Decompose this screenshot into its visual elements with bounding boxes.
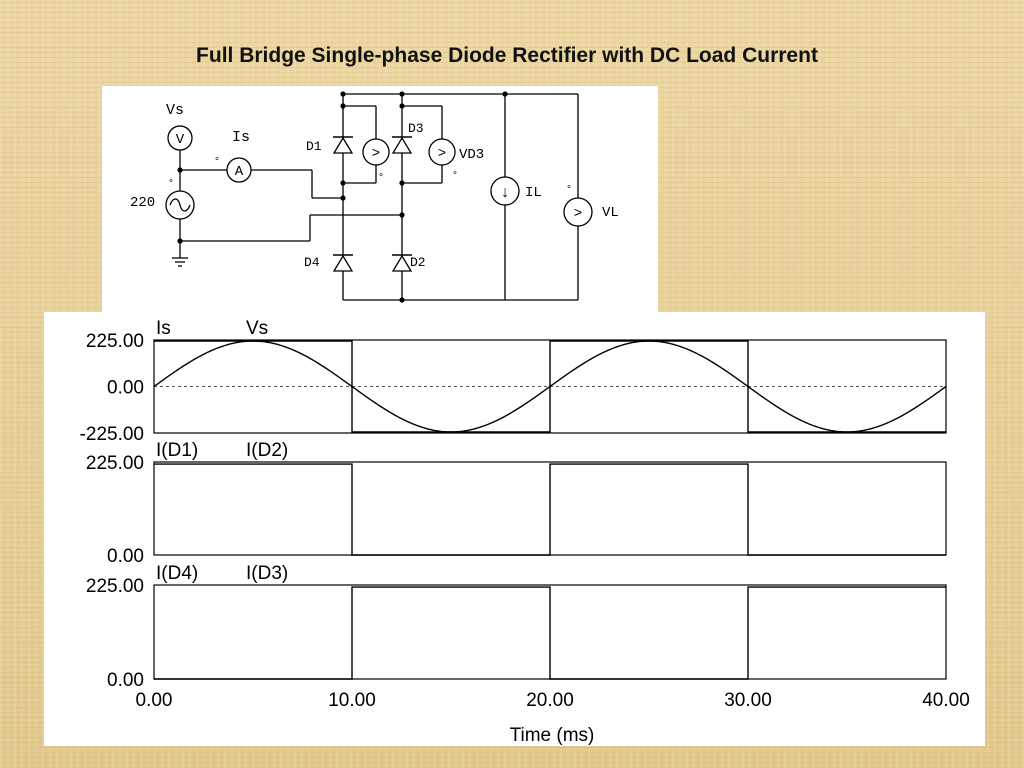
diode-d4-icon xyxy=(332,254,354,272)
vd3-label: VD3 xyxy=(459,147,484,163)
junction-dot xyxy=(399,212,405,218)
source-value: 220 xyxy=(130,195,155,211)
x-tick-label: 30.00 xyxy=(724,690,772,711)
polarity-mark: ° xyxy=(168,178,174,190)
x-tick-label: 40.00 xyxy=(922,690,970,711)
diode-d4-label: D4 xyxy=(304,255,320,270)
y-tick-label: -225.00 xyxy=(80,424,144,445)
junction-dot xyxy=(340,180,346,186)
source-voltmeter-icon: V xyxy=(167,125,193,151)
y-tick-label: 225.00 xyxy=(86,453,144,474)
junction-dot xyxy=(340,195,346,201)
y-tick-label: 225.00 xyxy=(86,331,144,352)
slide-title: Full Bridge Single-phase Diode Rectifier… xyxy=(196,44,818,67)
ammeter-icon: A xyxy=(226,157,252,183)
series-line-vs xyxy=(153,340,947,433)
voltmeter-d1-symbol: > xyxy=(372,146,380,162)
x-tick-label: 10.00 xyxy=(328,690,376,711)
junction-dot xyxy=(340,91,346,97)
source-label: Vs xyxy=(166,102,184,119)
ac-source-icon xyxy=(165,190,195,220)
circuit-diagram-panel: V Vs A Is ° 220 ° D1 D3 D4 xyxy=(102,86,658,312)
panel-trace-label: Vs xyxy=(246,318,268,339)
voltmeter-d3-symbol: > xyxy=(438,146,446,162)
diode-d2-label: D2 xyxy=(410,255,426,270)
junction-dot xyxy=(399,103,405,109)
ammeter-label: Is xyxy=(232,129,250,146)
junction-dot xyxy=(177,238,183,244)
y-tick-label: 0.00 xyxy=(107,378,144,399)
panel-trace-label: I(D1) xyxy=(156,440,198,461)
ammeter-symbol: A xyxy=(235,164,244,180)
series-line-i-d4 xyxy=(154,586,946,680)
junction-dot xyxy=(177,167,183,173)
y-tick-label: 225.00 xyxy=(86,576,144,597)
dc-current-source-icon: ↓ xyxy=(490,176,520,206)
polarity-mark: ° xyxy=(452,170,458,182)
source-meter-symbol: V xyxy=(176,132,185,148)
panel-trace-label: Is xyxy=(156,318,171,339)
y-tick-label: 0.00 xyxy=(107,546,144,567)
load-voltmeter-symbol: > xyxy=(574,206,582,222)
load-voltmeter-icon: > xyxy=(563,197,593,227)
junction-dot xyxy=(399,297,405,303)
x-tick-label: 0.00 xyxy=(136,690,173,711)
voltmeter-d1-icon: > xyxy=(362,138,390,166)
load-current-label: IL xyxy=(525,185,542,201)
diode-d3-label: D3 xyxy=(408,121,424,136)
x-tick-label: 20.00 xyxy=(526,690,574,711)
circuit-schematic: V Vs A Is ° 220 ° D1 D3 D4 xyxy=(130,91,619,303)
junction-dot xyxy=(502,91,508,97)
chart-panel-2: 225.00 0.00 I(D1) I(D2) xyxy=(86,440,947,567)
chart-panel-1: 225.00 0.00 -225.00 Is Vs xyxy=(80,318,947,445)
ground-icon xyxy=(172,257,188,267)
diode-d3-icon xyxy=(391,136,413,154)
chart-panel-3: 225.00 0.00 I(D4) I(D3) xyxy=(86,563,947,691)
diode-d1-label: D1 xyxy=(306,139,322,154)
junction-dot xyxy=(399,91,405,97)
panel-trace-label: I(D4) xyxy=(156,563,198,584)
polarity-mark: ° xyxy=(378,172,384,184)
polarity-mark: ° xyxy=(214,156,220,168)
series-line-i-d1 xyxy=(154,463,946,556)
junction-dot xyxy=(340,103,346,109)
current-source-symbol: ↓ xyxy=(500,184,510,202)
diode-d2-icon xyxy=(391,254,413,272)
voltmeter-d3-icon: > xyxy=(428,138,456,166)
diode-d1-icon xyxy=(332,136,354,154)
y-tick-label: 0.00 xyxy=(107,670,144,691)
panel-trace-label: I(D3) xyxy=(246,563,288,584)
panel-trace-label: I(D2) xyxy=(246,440,288,461)
polarity-mark: ° xyxy=(566,184,572,196)
x-axis-label: Time (ms) xyxy=(510,725,595,746)
load-voltage-label: VL xyxy=(602,205,619,221)
junction-dot xyxy=(399,180,405,186)
